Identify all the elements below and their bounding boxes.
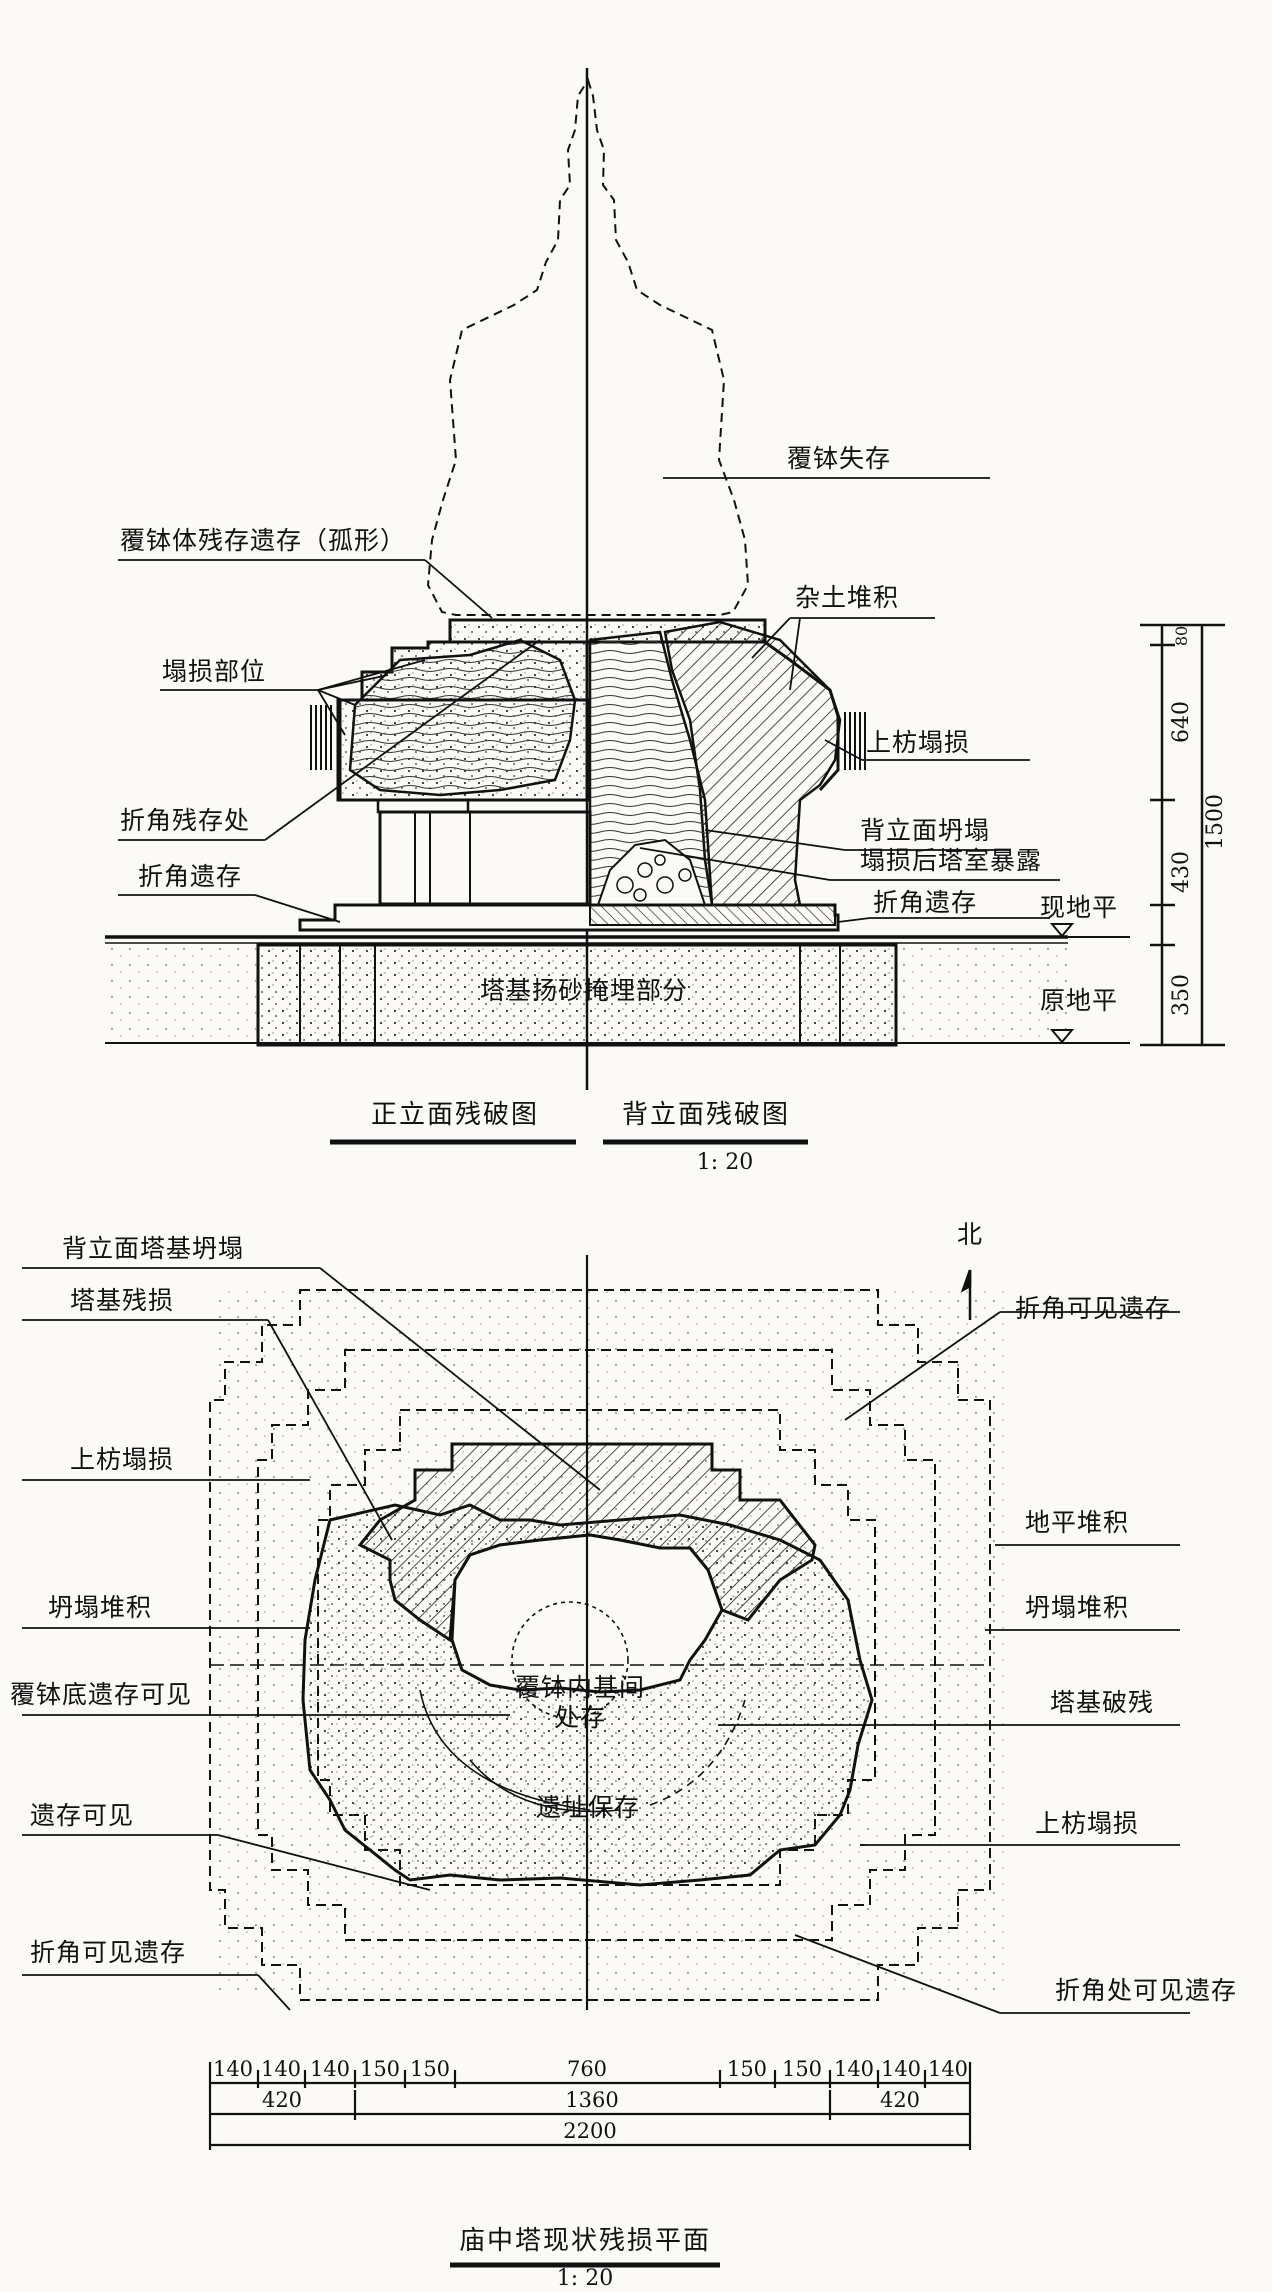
plan-step-inner (317, 1409, 876, 1886)
dim-plan-r1-4: 150 (409, 2057, 451, 2081)
dim-elev-640: 640 (1169, 701, 1194, 743)
elevation-drawing (105, 68, 1225, 1145)
title-front-elevation: 正立面残破图 (370, 1100, 540, 1130)
plan-dimension-lines (208, 2062, 972, 2150)
label-inner-space-2: 处存 (553, 1703, 607, 1732)
label-chamber-exposed: 塌损后塔室暴露 (860, 846, 1043, 875)
right-upper-beam (761, 638, 840, 792)
label-remnant-visible: 遗存可见 (30, 1801, 135, 1830)
title-back-elevation: 背立面残破图 (621, 1100, 791, 1130)
label-collapse-deposit-right: 坍塌堆积 (1025, 1593, 1130, 1622)
label-base-damage: 塔基残损 (70, 1286, 175, 1315)
label-corner-right: 折角遗存 (873, 888, 978, 917)
dim-plan-r1-0: 140 (212, 2057, 254, 2081)
label-site-kept: 遗址保存 (536, 1793, 641, 1822)
dim-plan-r1-6: 150 (726, 2057, 768, 2081)
label-corner-left: 折角遗存 (138, 862, 243, 891)
dim-plan-r3-0: 2200 (563, 2119, 617, 2143)
label-inner-space-1: 覆钵内基间 (514, 1673, 646, 1702)
label-upper-beam-left: 上枋塌损 (70, 1445, 175, 1474)
plan-inner-circle (511, 1601, 629, 1719)
label-fubo-bottom: 覆钵底遗存可见 (10, 1680, 193, 1709)
dim-elev-430: 430 (1169, 851, 1194, 893)
label-upper-beam-collapse: 上枋塌损 (866, 728, 971, 757)
label-fubo-remnant: 覆钵体残存遗存（孤形） (120, 526, 407, 555)
current-ground-marker (1049, 923, 1075, 938)
label-corner-visible-bl: 折角可见遗存 (30, 1938, 187, 1967)
label-upper-beam-right: 上枋塌损 (1035, 1809, 1140, 1838)
left-neck (378, 810, 592, 906)
dim-elev-total: 1500 (1203, 794, 1228, 850)
label-north: 北 (957, 1220, 984, 1249)
original-ground-marker (1049, 1029, 1075, 1044)
label-base-broken: 塔基破残 (1050, 1688, 1155, 1717)
label-original-ground: 原地平 (1040, 986, 1119, 1015)
dim-plan-r1-2: 140 (309, 2057, 351, 2081)
scale-plan: 1: 20 (556, 2266, 614, 2291)
plan-step-mid (257, 1349, 936, 1941)
elevation-leaders (118, 477, 1060, 923)
label-debris-fill: 杂土堆积 (795, 583, 900, 612)
label-corner-remnant-place: 折角残存处 (120, 806, 251, 835)
label-current-ground: 现地平 (1040, 893, 1119, 922)
plan-step-outer (209, 1289, 991, 2001)
label-corner-place-br: 折角处可见遗存 (1055, 1976, 1238, 2005)
label-ground-deposit: 地平堆积 (1025, 1508, 1130, 1537)
dim-plan-r2-0: 420 (261, 2088, 303, 2112)
label-buried-part: 塔基扬砂掩埋部分 (480, 976, 689, 1005)
dim-plan-r1-9: 140 (880, 2057, 922, 2081)
north-arrow (960, 1269, 972, 1320)
dim-plan-r1-7: 150 (781, 2057, 823, 2081)
buried-base (256, 943, 898, 1047)
title-plan: 庙中塔现状残损平面 (458, 2226, 712, 2256)
right-ribs (844, 712, 866, 770)
label-fubo-lost: 覆钵失存 (787, 444, 892, 473)
rubble-stones (616, 854, 692, 902)
dim-elev-80: 80 (1172, 625, 1191, 647)
base-hatched-band (589, 904, 836, 926)
plan-leaders (22, 1267, 1190, 2014)
left-damage (348, 638, 577, 797)
vertical-dimension (1140, 623, 1225, 1047)
scale-elevation: 1: 20 (696, 1150, 754, 1175)
label-corner-visible-tr: 折角可见遗存 (1015, 1294, 1172, 1323)
label-back-base-collapse: 背立面塔基坍塌 (62, 1234, 245, 1263)
dim-plan-r2-2: 420 (879, 2088, 921, 2112)
dim-plan-r1-1: 140 (260, 2057, 302, 2081)
dim-plan-r1-10: 140 (927, 2057, 969, 2081)
plan-drawing (22, 1255, 1190, 2268)
dim-plan-r1-5: 760 (566, 2057, 608, 2081)
dim-plan-r1-3: 150 (359, 2057, 401, 2081)
dim-plan-r1-8: 140 (833, 2057, 875, 2081)
dim-elev-350: 350 (1169, 974, 1194, 1016)
buried-base-joints (299, 945, 841, 1045)
dim-plan-r2-1: 1360 (565, 2088, 619, 2112)
label-collapse-deposit-left: 坍塌堆积 (48, 1593, 153, 1622)
left-lower-body (376, 798, 470, 814)
label-collapse-parts: 塌损部位 (162, 657, 267, 686)
left-ribs (310, 705, 332, 770)
label-back-collapse: 背立面坍塌 (860, 816, 991, 845)
